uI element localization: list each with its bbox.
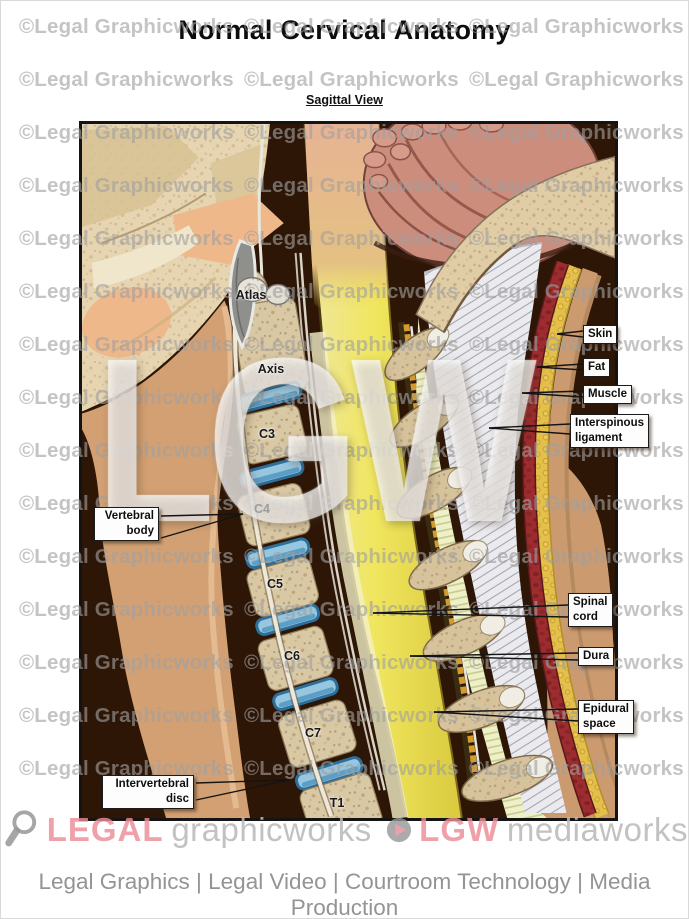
vertebral-column <box>230 250 383 818</box>
view-subtitle: Sagittal View <box>306 93 383 107</box>
posterior-ligament-line <box>299 252 386 791</box>
watermark-tile: ©Legal Graphicworks <box>469 68 684 91</box>
magnifier-icon <box>5 810 37 847</box>
watermark-tile: ©Legal Graphicworks <box>244 68 459 91</box>
skull-jaw <box>82 124 284 412</box>
posterior-ligament-line-2 <box>294 252 381 791</box>
occipital-bone <box>415 155 615 334</box>
anterior-ligament-line <box>232 250 334 817</box>
services-tagline: Legal Graphics | Legal Video | Courtroom… <box>38 869 651 919</box>
neck-skin <box>82 300 251 818</box>
cervical-anatomy-illustration <box>82 124 615 818</box>
page-title: Normal Cervical Anatomy <box>178 15 511 45</box>
atlas-region <box>228 239 291 351</box>
watermark-tile: ©Legal Graphicworks <box>19 68 234 91</box>
illustration-frame <box>79 121 618 821</box>
